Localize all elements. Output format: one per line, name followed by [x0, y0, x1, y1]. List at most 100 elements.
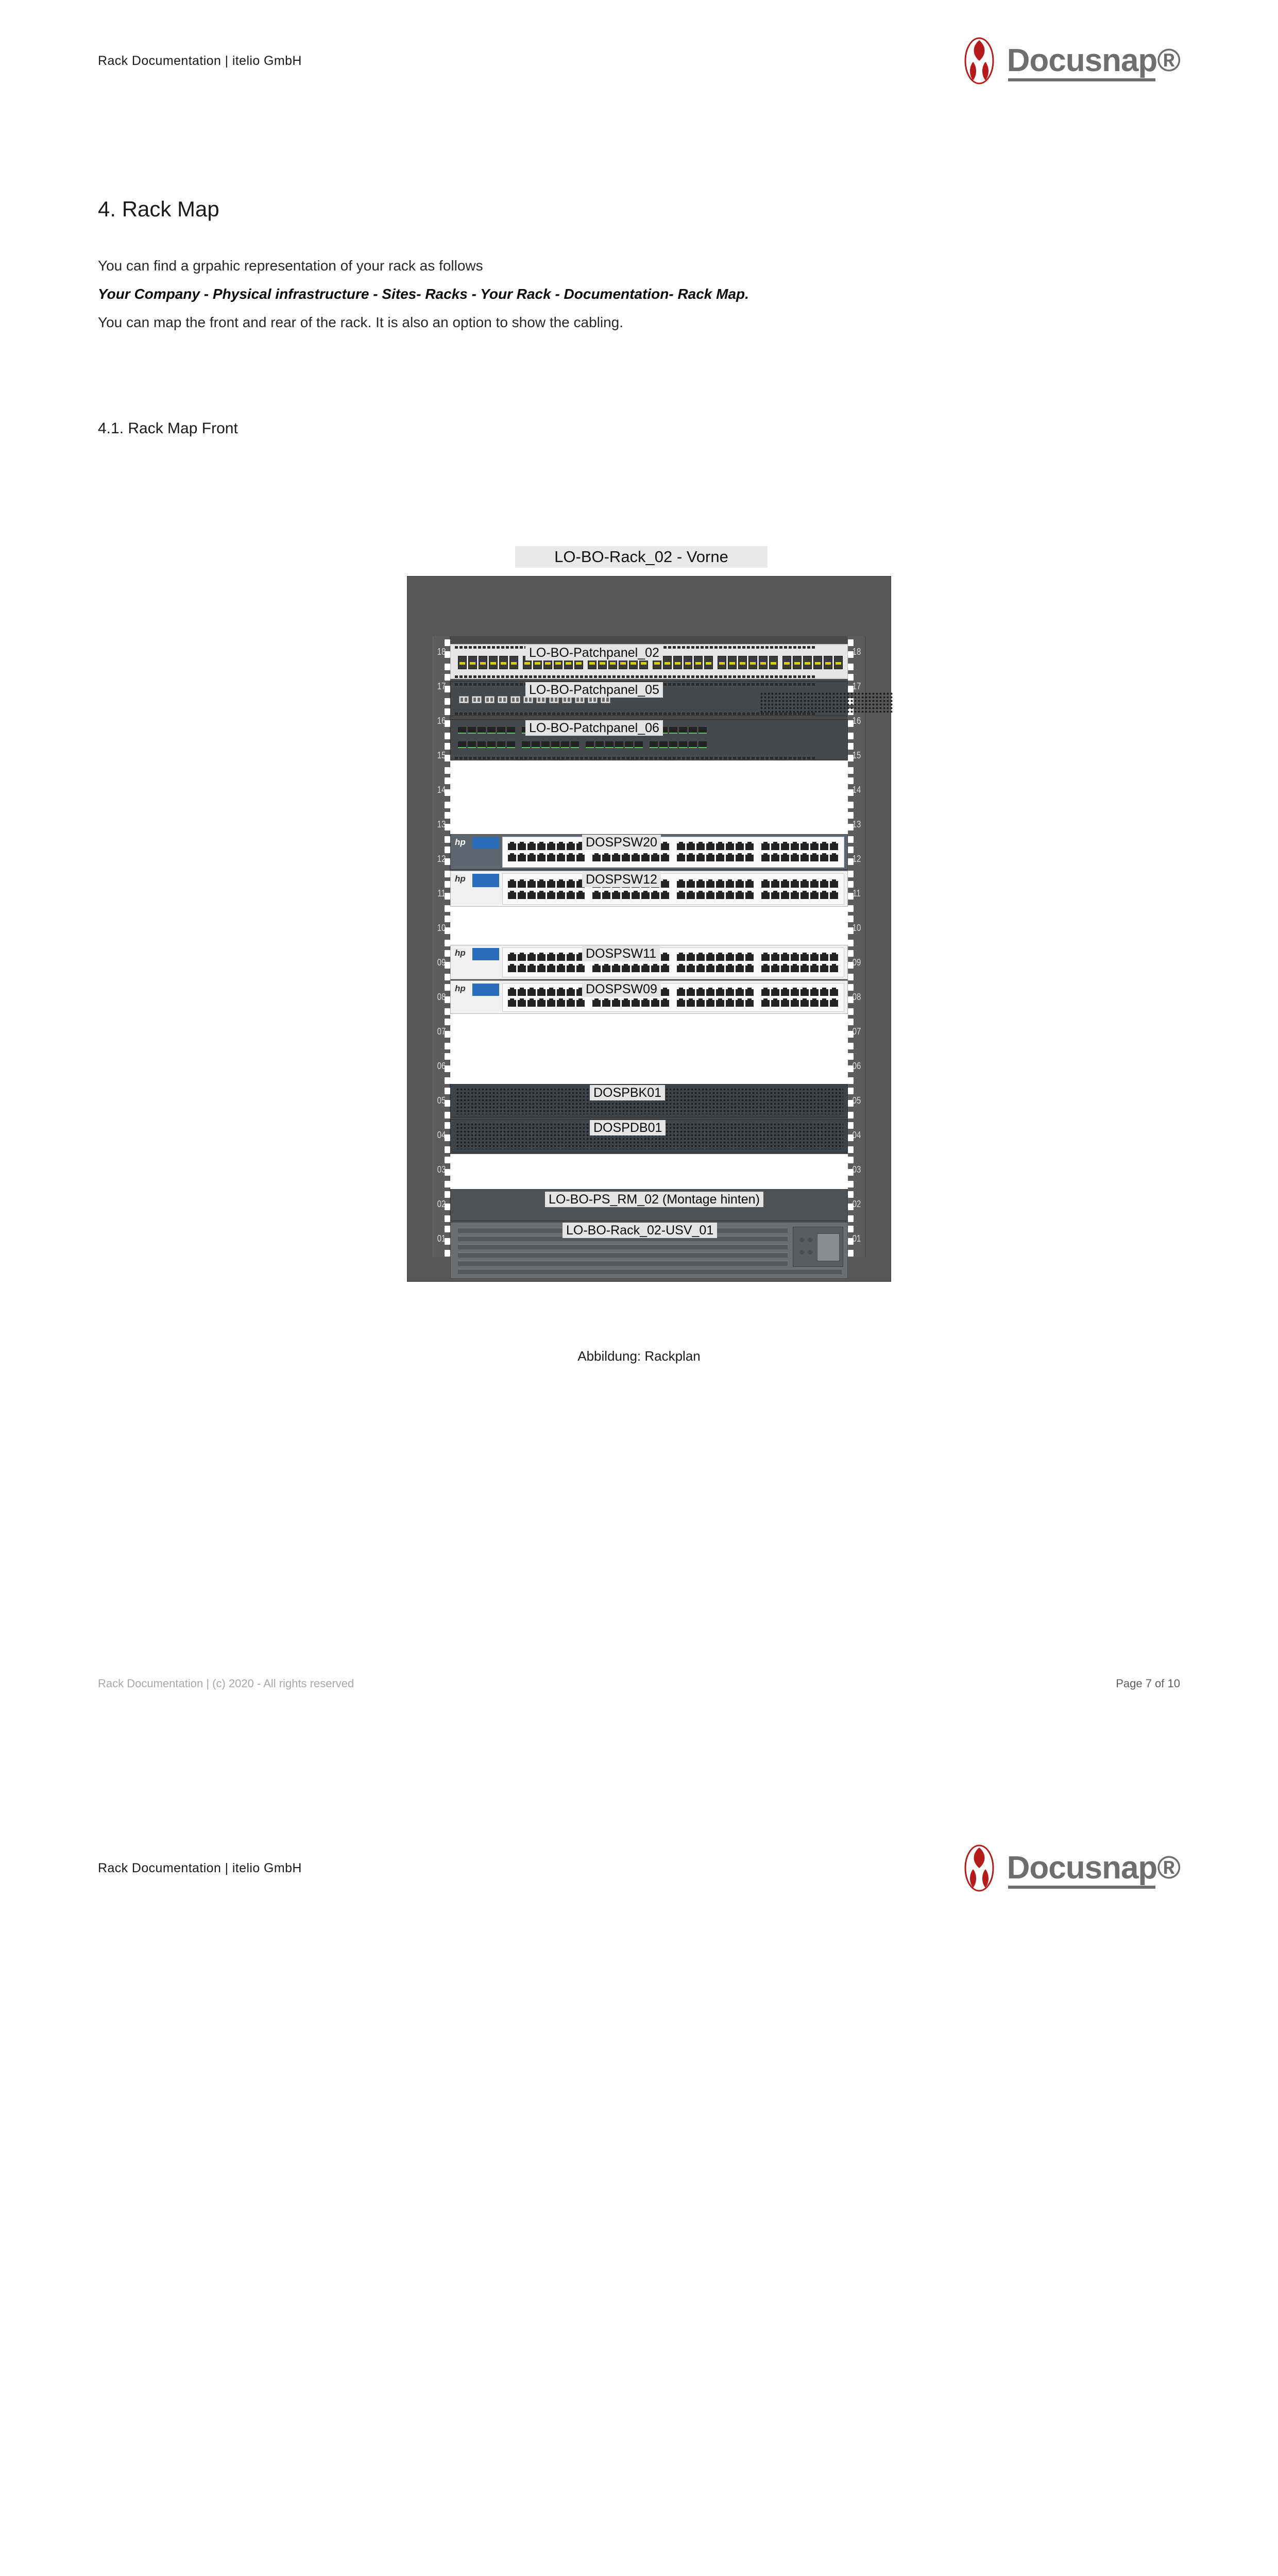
rack-mounting-hole — [848, 767, 854, 774]
rack-mounting-hole — [445, 651, 450, 658]
page-header: Rack Documentation | itelio GmbH Docusna… — [98, 1844, 1181, 1892]
rack-mounting-hole — [848, 720, 854, 727]
rack-mounting-hole — [445, 755, 450, 762]
rack-blank-bay — [450, 1014, 848, 1084]
sw12-hp-badge — [472, 874, 499, 887]
rack-mounting-hole — [445, 1203, 450, 1210]
rack-unit-number: 05 — [437, 1095, 446, 1106]
rack-mounting-hole — [445, 1019, 450, 1026]
rack-mounting-hole — [848, 870, 854, 877]
rack-mounting-hole — [848, 639, 854, 646]
rack-unit-number: 14 — [852, 785, 861, 796]
rack-mounting-hole — [848, 915, 854, 922]
rack-mounting-hole — [445, 1112, 450, 1119]
sw12-ports-bottom — [508, 891, 840, 899]
docusnap-mark-icon — [959, 1844, 1000, 1892]
rack-mounting-hole — [848, 1099, 854, 1107]
rack-mounting-hole — [445, 1250, 450, 1257]
rack-mounting-hole — [848, 984, 854, 991]
rack-mounting-hole — [848, 1157, 854, 1164]
usv-slat — [458, 1252, 788, 1258]
rack-unit-number: 11 — [853, 888, 861, 900]
rack-mounting-hole — [848, 1215, 854, 1223]
device-pp02[interactable] — [450, 644, 848, 679]
rack-mounting-hole — [445, 1134, 450, 1141]
rack-mounting-hole — [848, 836, 854, 843]
rack-mounting-hole — [848, 1122, 854, 1129]
rack-mounting-hole — [848, 686, 854, 693]
device-label-bk01: DOSPBK01 — [590, 1085, 666, 1100]
device-sw09[interactable]: hp — [450, 980, 848, 1014]
rack-mounting-hole — [445, 639, 450, 646]
rack-mounting-hole — [848, 1019, 854, 1026]
rack-mounting-hole — [848, 1030, 854, 1038]
usv-button[interactable] — [799, 1250, 804, 1255]
device-bk01[interactable] — [450, 1084, 848, 1117]
usv-button[interactable] — [808, 1250, 812, 1255]
section-subheading: 4.1. Rack Map Front — [98, 420, 238, 437]
breadcrumb: Your Company - Physical infrastructure -… — [98, 286, 749, 302]
rack-mounting-hole — [445, 927, 450, 935]
rack-mounting-hole — [445, 1030, 450, 1038]
rack-mounting-hole — [848, 1238, 854, 1245]
rack-mounting-hole — [445, 915, 450, 922]
rack-mounting-hole — [445, 870, 450, 877]
rack-mounting-hole — [445, 1226, 450, 1233]
rack-mounting-hole — [848, 732, 854, 739]
footer-page-number: Page 7 of 10 — [1116, 1677, 1180, 1690]
rack-unit-number: 02 — [437, 1198, 446, 1210]
device-label-ps-rm-02: LO-BO-PS_RM_02 (Montage hinten) — [545, 1192, 763, 1207]
page-7: Rack Documentation | itelio GmbH Docusna… — [98, 37, 1181, 1698]
rack-unit-number: 06 — [852, 1060, 861, 1072]
page-header: Rack Documentation | itelio GmbH Docusna… — [98, 37, 1181, 84]
rack-mounting-hole — [445, 1077, 450, 1084]
rack-mounting-hole — [445, 732, 450, 739]
rack-mounting-hole — [848, 1168, 854, 1176]
docusnap-mark-icon — [959, 37, 1000, 84]
usv-button[interactable] — [808, 1238, 812, 1242]
device-sw11[interactable]: hp — [450, 945, 848, 979]
rack-unit-number: 11 — [437, 888, 446, 900]
pp06-ports-bottom — [458, 741, 708, 748]
sw20-ports-bottom — [508, 853, 840, 861]
sw20-ports-top — [508, 842, 840, 850]
rack-mounting-hole — [848, 961, 854, 969]
rack-mounting-hole — [445, 673, 450, 681]
rack-mounting-hole — [848, 1134, 854, 1141]
rack-unit-number: 07 — [852, 1026, 861, 1037]
device-label-sw12: DOSPSW12 — [582, 872, 661, 887]
usv-control-panel[interactable] — [793, 1227, 843, 1267]
pp05-vent-bottom — [455, 713, 815, 715]
rack-mounting-hole — [848, 1043, 854, 1050]
header-title: Rack Documentation | itelio GmbH — [98, 1861, 302, 1875]
logo-registered-mark: ® — [1157, 1850, 1181, 1886]
device-label-pp05: LO-BO-Patchpanel_05 — [525, 682, 663, 698]
figure-caption: Abbildung: Rackplan — [577, 1348, 701, 1364]
rack-unit-number: 06 — [437, 1060, 446, 1072]
rack-mounting-hole — [445, 880, 450, 888]
pp02-vent-bottom — [455, 675, 815, 678]
rack-unit-number: 04 — [852, 1129, 861, 1141]
rack-mounting-hole — [848, 1008, 854, 1015]
device-label-pp02: LO-BO-Patchpanel_02 — [525, 645, 663, 660]
rack-mounting-hole — [848, 651, 854, 658]
sw09-hp-icon: hp — [455, 984, 466, 993]
sw11-faceplate — [502, 947, 844, 977]
rack-unit-number: 13 — [437, 819, 446, 831]
rack-mounting-hole — [848, 905, 854, 912]
rack-mounting-hole — [848, 1077, 854, 1084]
rack-mounting-hole — [848, 742, 854, 750]
rack-mounting-hole — [848, 1250, 854, 1257]
rack-unit-number: 02 — [852, 1198, 861, 1210]
device-label-sw20: DOSPSW20 — [582, 835, 661, 850]
rack-mounting-hole — [445, 1099, 450, 1107]
rack-unit-number: 10 — [852, 922, 861, 934]
page-footer: Rack Documentation | (c) 2020 - All righ… — [98, 1677, 1180, 1698]
rack-mounting-hole — [445, 1053, 450, 1060]
sw11-hp-icon: hp — [455, 948, 466, 958]
pp06-vent-bottom — [455, 757, 815, 759]
rack-unit-number: 04 — [437, 1129, 446, 1141]
usv-button[interactable] — [799, 1238, 804, 1242]
rack-unit-number: 16 — [437, 716, 446, 727]
